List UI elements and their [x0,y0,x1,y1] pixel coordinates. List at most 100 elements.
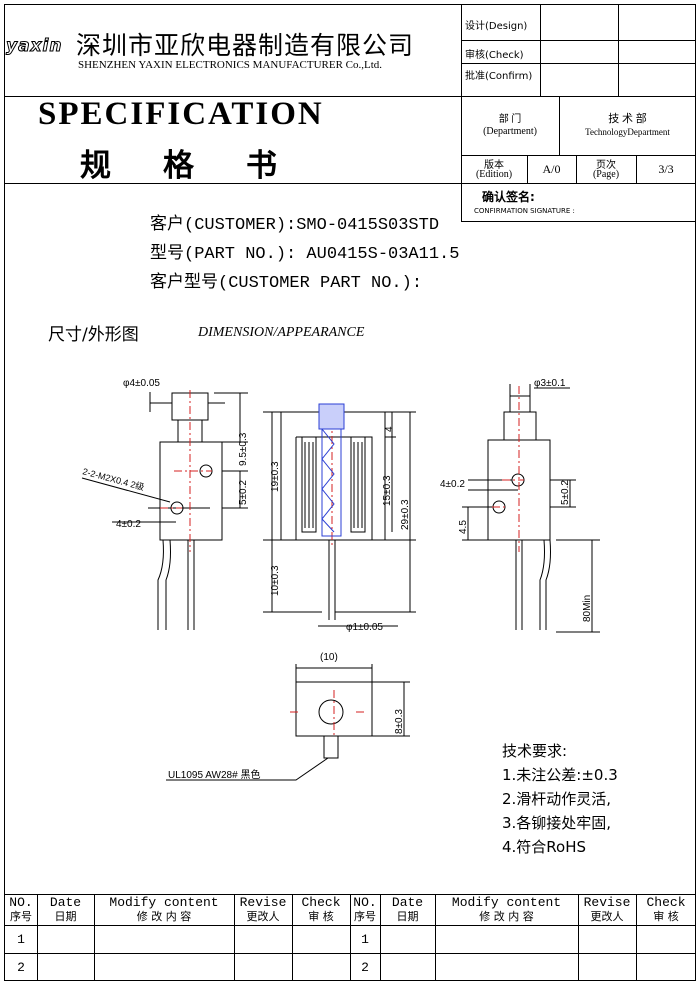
header-divider [461,221,696,222]
requirement-item: 4.符合RoHS [502,838,587,856]
check-label: 审核(Check) [465,50,524,61]
dim-label: 19±0.3 [270,461,281,492]
design-label: 设计(Design) [465,21,528,32]
dim-label: 9.5±0.3 [238,432,249,466]
revision-header: NO. [9,895,33,910]
customer-info: 客户(CUSTOMER):SMO-0415S03STD [150,216,440,235]
revision-header-cn: 修 改 内 容 [479,910,534,923]
revision-row-number: 1 [361,932,369,947]
revision-header-cn: 更改人 [246,910,280,923]
edition-label-cn: 版本 [484,160,504,171]
header-divider [527,155,528,183]
dimension-title-en: DIMENSION/APPEARANCE [198,325,365,340]
revision-table-border [234,894,235,981]
dimension-title-cn: 尺寸/外形图 [48,325,139,345]
revision-header: Date [391,895,424,910]
dim-label: 10±0.3 [270,565,281,596]
left-view-drawing [81,392,248,630]
revision-row-number: 2 [17,960,25,975]
revision-table-border [37,894,38,981]
dim-label: φ3±0.1 [534,378,566,389]
centerlines [160,386,524,735]
dim-label: φ1±0.05 [346,622,383,633]
revision-table-border [380,894,381,981]
revision-header-cn: 日期 [396,910,419,923]
department-label-cn: 部 门 [498,114,522,125]
center-section-drawing [263,411,416,627]
revision-table-border [292,894,293,981]
revision-header-cn: 审 核 [653,910,679,923]
dim-label: 8±0.3 [394,709,405,734]
dim-label: 5±0.2 [238,480,249,505]
company-name-en: SHENZHEN YAXIN ELECTRONICS MANUFACTURER … [78,59,383,71]
dim-label: 4±0.2 [116,519,141,530]
bottom-view-drawing [166,664,410,781]
page-label-cn: 页次 [596,160,616,171]
revision-header-cn: 更改人 [590,910,624,923]
header-divider [559,96,560,155]
revision-header: Check [646,895,686,910]
revision-header-cn: 序号 [354,910,376,923]
page-value: 3/3 [658,162,674,176]
plunger [318,403,345,537]
revision-header-cn: 审 核 [308,910,334,923]
header-divider [461,96,696,97]
revision-header-cn: 修 改 内 容 [136,910,192,923]
revision-table-border [435,894,436,981]
customer-part-number-info: 客户型号(CUSTOMER PART NO.): [150,274,423,293]
part-number-info: 型号(PART NO.): AU0415S-03A11.5 [150,245,460,264]
revision-table-border [578,894,579,981]
revision-header: Revise [239,895,287,910]
revision-header: Modify content [109,895,219,910]
requirement-item: 2.滑杆动作灵活, [502,790,612,808]
page-title: SPECIFICATION [38,96,324,132]
revision-row-number: 1 [17,932,25,947]
revision-header-cn: 日期 [54,910,77,923]
confirm-label: 批准(Confirm) [465,71,533,82]
header-divider [540,4,541,96]
header-divider [618,4,619,96]
dim-label: 4 [384,426,395,432]
page-label-en: (Page) [592,169,620,180]
dim-label: φ4±0.05 [123,378,160,389]
dim-label: 4±0.2 [440,479,465,490]
dim-label: 80Min [582,595,593,622]
revision-header: NO. [353,895,377,910]
requirements-title: 技术要求: [502,742,568,760]
header-divider [461,155,696,156]
edition-label-en: (Edition) [475,169,513,180]
dim-label: UL1095 AW28# 黑色 [168,768,260,781]
department-value-cn: 技 术 部 [608,113,647,125]
edition-value: A/0 [542,162,561,176]
header-divider [576,155,577,183]
requirement-item: 1.未注公差:±0.3 [502,766,618,784]
revision-header: Revise [583,895,631,910]
confirm-signature-label-cn: 确认签名: [482,190,535,204]
dim-label: 29±0.3 [400,499,411,530]
department-label-en: (Department) [483,126,537,137]
company-name-cn: 深圳市亚欣电器制造有限公司 [76,31,415,60]
dim-label: 15±0.3 [382,475,393,506]
revision-table-border [636,894,637,981]
revision-table-border [350,894,351,981]
header-divider [4,183,696,184]
revision-table-border [94,894,95,981]
revision-header-cn: 序号 [10,910,32,923]
header-divider [461,63,696,64]
right-view-drawing [462,384,600,633]
revision-header: Date [49,895,82,910]
company-logo: yaxin [5,36,63,57]
header-divider [4,96,461,97]
header-divider [636,155,637,183]
confirm-signature-label-en: CONFIRMATION SIGNATURE : [474,207,575,215]
revision-row-number: 2 [361,960,369,975]
dim-label: 4.5 [458,520,469,534]
header-right-border [461,4,462,221]
revision-header: Modify content [451,895,562,910]
requirement-item: 3.各铆接处牢固, [502,814,612,832]
department-value-en: TechnologyDepartment [585,127,670,137]
dim-label: (10) [320,652,338,663]
revision-header: Check [301,895,341,910]
dim-label: 2-2-M2X0.4 2级 [81,465,145,492]
